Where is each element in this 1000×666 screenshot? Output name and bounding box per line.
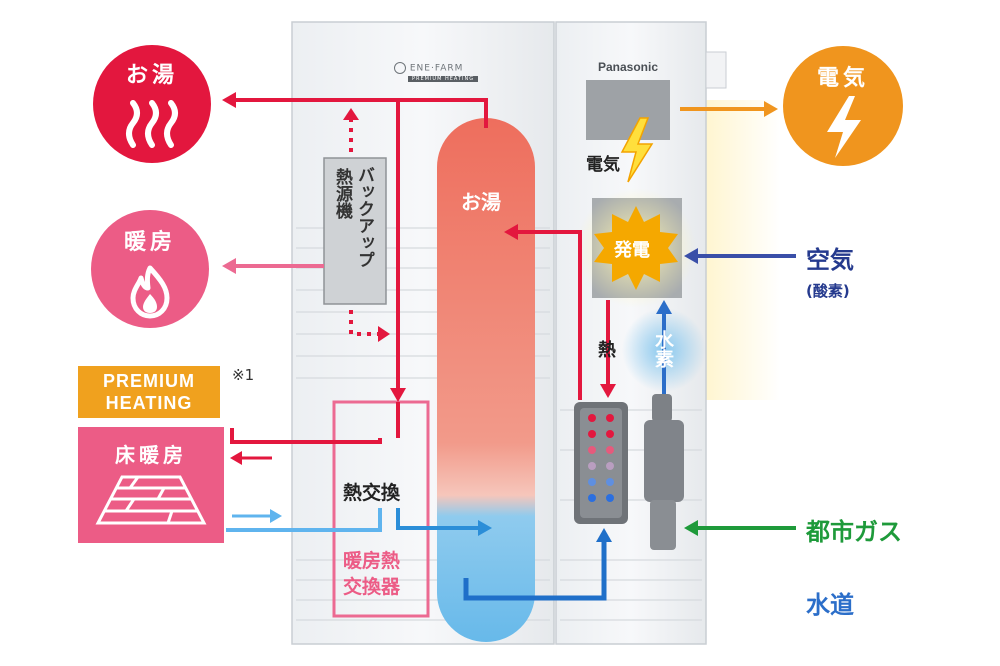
- air-arrow: [684, 248, 698, 264]
- electricity-bolt-icon: [827, 96, 861, 158]
- control-display: [586, 80, 670, 140]
- exchanger-name-line1: 暖房熱: [343, 550, 401, 572]
- city-gas-arrow: [684, 520, 698, 536]
- reformer-pipe: [650, 500, 676, 550]
- enefarm-sub-badge: PREMIUM HEATING: [408, 76, 479, 82]
- water-circulation-pipe: [463, 540, 607, 601]
- oxygen-label: (酸素): [806, 282, 850, 300]
- backup-label-col2: バックアップ: [354, 166, 374, 268]
- exchanger-blue-arrow: [478, 520, 492, 536]
- floor-heating-label: 床暖房: [115, 443, 187, 467]
- exchanger-name-line2: 交換器: [343, 576, 401, 598]
- floor-heating-icon-overlay: [95, 475, 207, 525]
- enefarm-logo-text: ENE·FARM: [409, 63, 464, 74]
- heating-flame-icon: [130, 265, 170, 319]
- heating-label: 暖房: [123, 230, 176, 255]
- city-gas-label: 都市ガス: [806, 518, 902, 546]
- panasonic-logo: Panasonic: [598, 60, 659, 74]
- hydrogen-arrow-head: [656, 300, 672, 314]
- hot-water-steam-icon: [126, 100, 178, 148]
- tank-hot-water-label: お湯: [461, 190, 501, 214]
- heating-circle: 暖房: [91, 210, 209, 328]
- hot-water-arrow: [222, 92, 236, 108]
- premium-line1: PREMIUM: [103, 371, 195, 391]
- heat-recovery-arrow: [504, 224, 518, 240]
- heat-exchanger-dots: [588, 414, 614, 502]
- heating-heat-exchanger-box: [332, 400, 430, 618]
- lightning-bolt: [620, 117, 654, 183]
- hydrogen-label: 水素: [652, 330, 674, 368]
- floor-heating-supply-pipe: [230, 428, 382, 444]
- hot-feed-arrow: [390, 388, 406, 402]
- heat-exchanger-inner: [580, 408, 622, 518]
- reformer-top: [652, 394, 672, 422]
- heat-arrow-head: [600, 384, 616, 398]
- heat-label: 熱: [598, 340, 616, 361]
- backup-dotted-up-arrow: [343, 108, 359, 120]
- backup-heat-source-box: [323, 157, 387, 305]
- premium-heating-badge: PREMIUM HEATING: [78, 366, 220, 418]
- backup-dotted-right-arrow: [378, 326, 390, 342]
- exchanger-blue-out: [396, 508, 480, 530]
- air-label: 空気: [806, 246, 854, 274]
- generation-burst: [594, 206, 678, 290]
- reformer-body: [644, 420, 684, 502]
- fuel-cell-electricity-label: 電気: [586, 155, 620, 175]
- water-label: 水道: [806, 591, 854, 619]
- generation-label: 発電: [614, 240, 650, 261]
- enefarm-logo: ENE·FARM: [394, 62, 463, 74]
- hot-water-circle: お湯: [93, 45, 211, 163]
- electricity-label: 電気: [816, 66, 869, 91]
- electricity-circle: 電気: [783, 46, 903, 166]
- hot-water-label: お湯: [125, 63, 178, 88]
- floor-return-blue-arrow: [270, 509, 282, 523]
- enefarm-logo-icon: [394, 62, 406, 74]
- heat-recovery-pipe: [516, 230, 582, 400]
- premium-note: ※1: [232, 366, 255, 384]
- heating-arrow: [222, 258, 236, 274]
- premium-line2: HEATING: [105, 393, 193, 413]
- backup-dotted-right: [349, 310, 380, 336]
- side-connector: [705, 51, 727, 89]
- enefarm-sub-text: PREMIUM HEATING: [412, 76, 475, 82]
- hot-water-pipe: [230, 98, 488, 128]
- backup-label-col1: 熱源機: [332, 168, 352, 219]
- hot-water-tank: [437, 118, 535, 642]
- electricity-arrow: [764, 101, 778, 117]
- exchanger-label: 熱交換: [343, 482, 401, 504]
- floor-out-red-arrow: [230, 451, 242, 465]
- floor-return-pipe: [226, 508, 382, 532]
- water-circulation-arrow: [596, 528, 612, 542]
